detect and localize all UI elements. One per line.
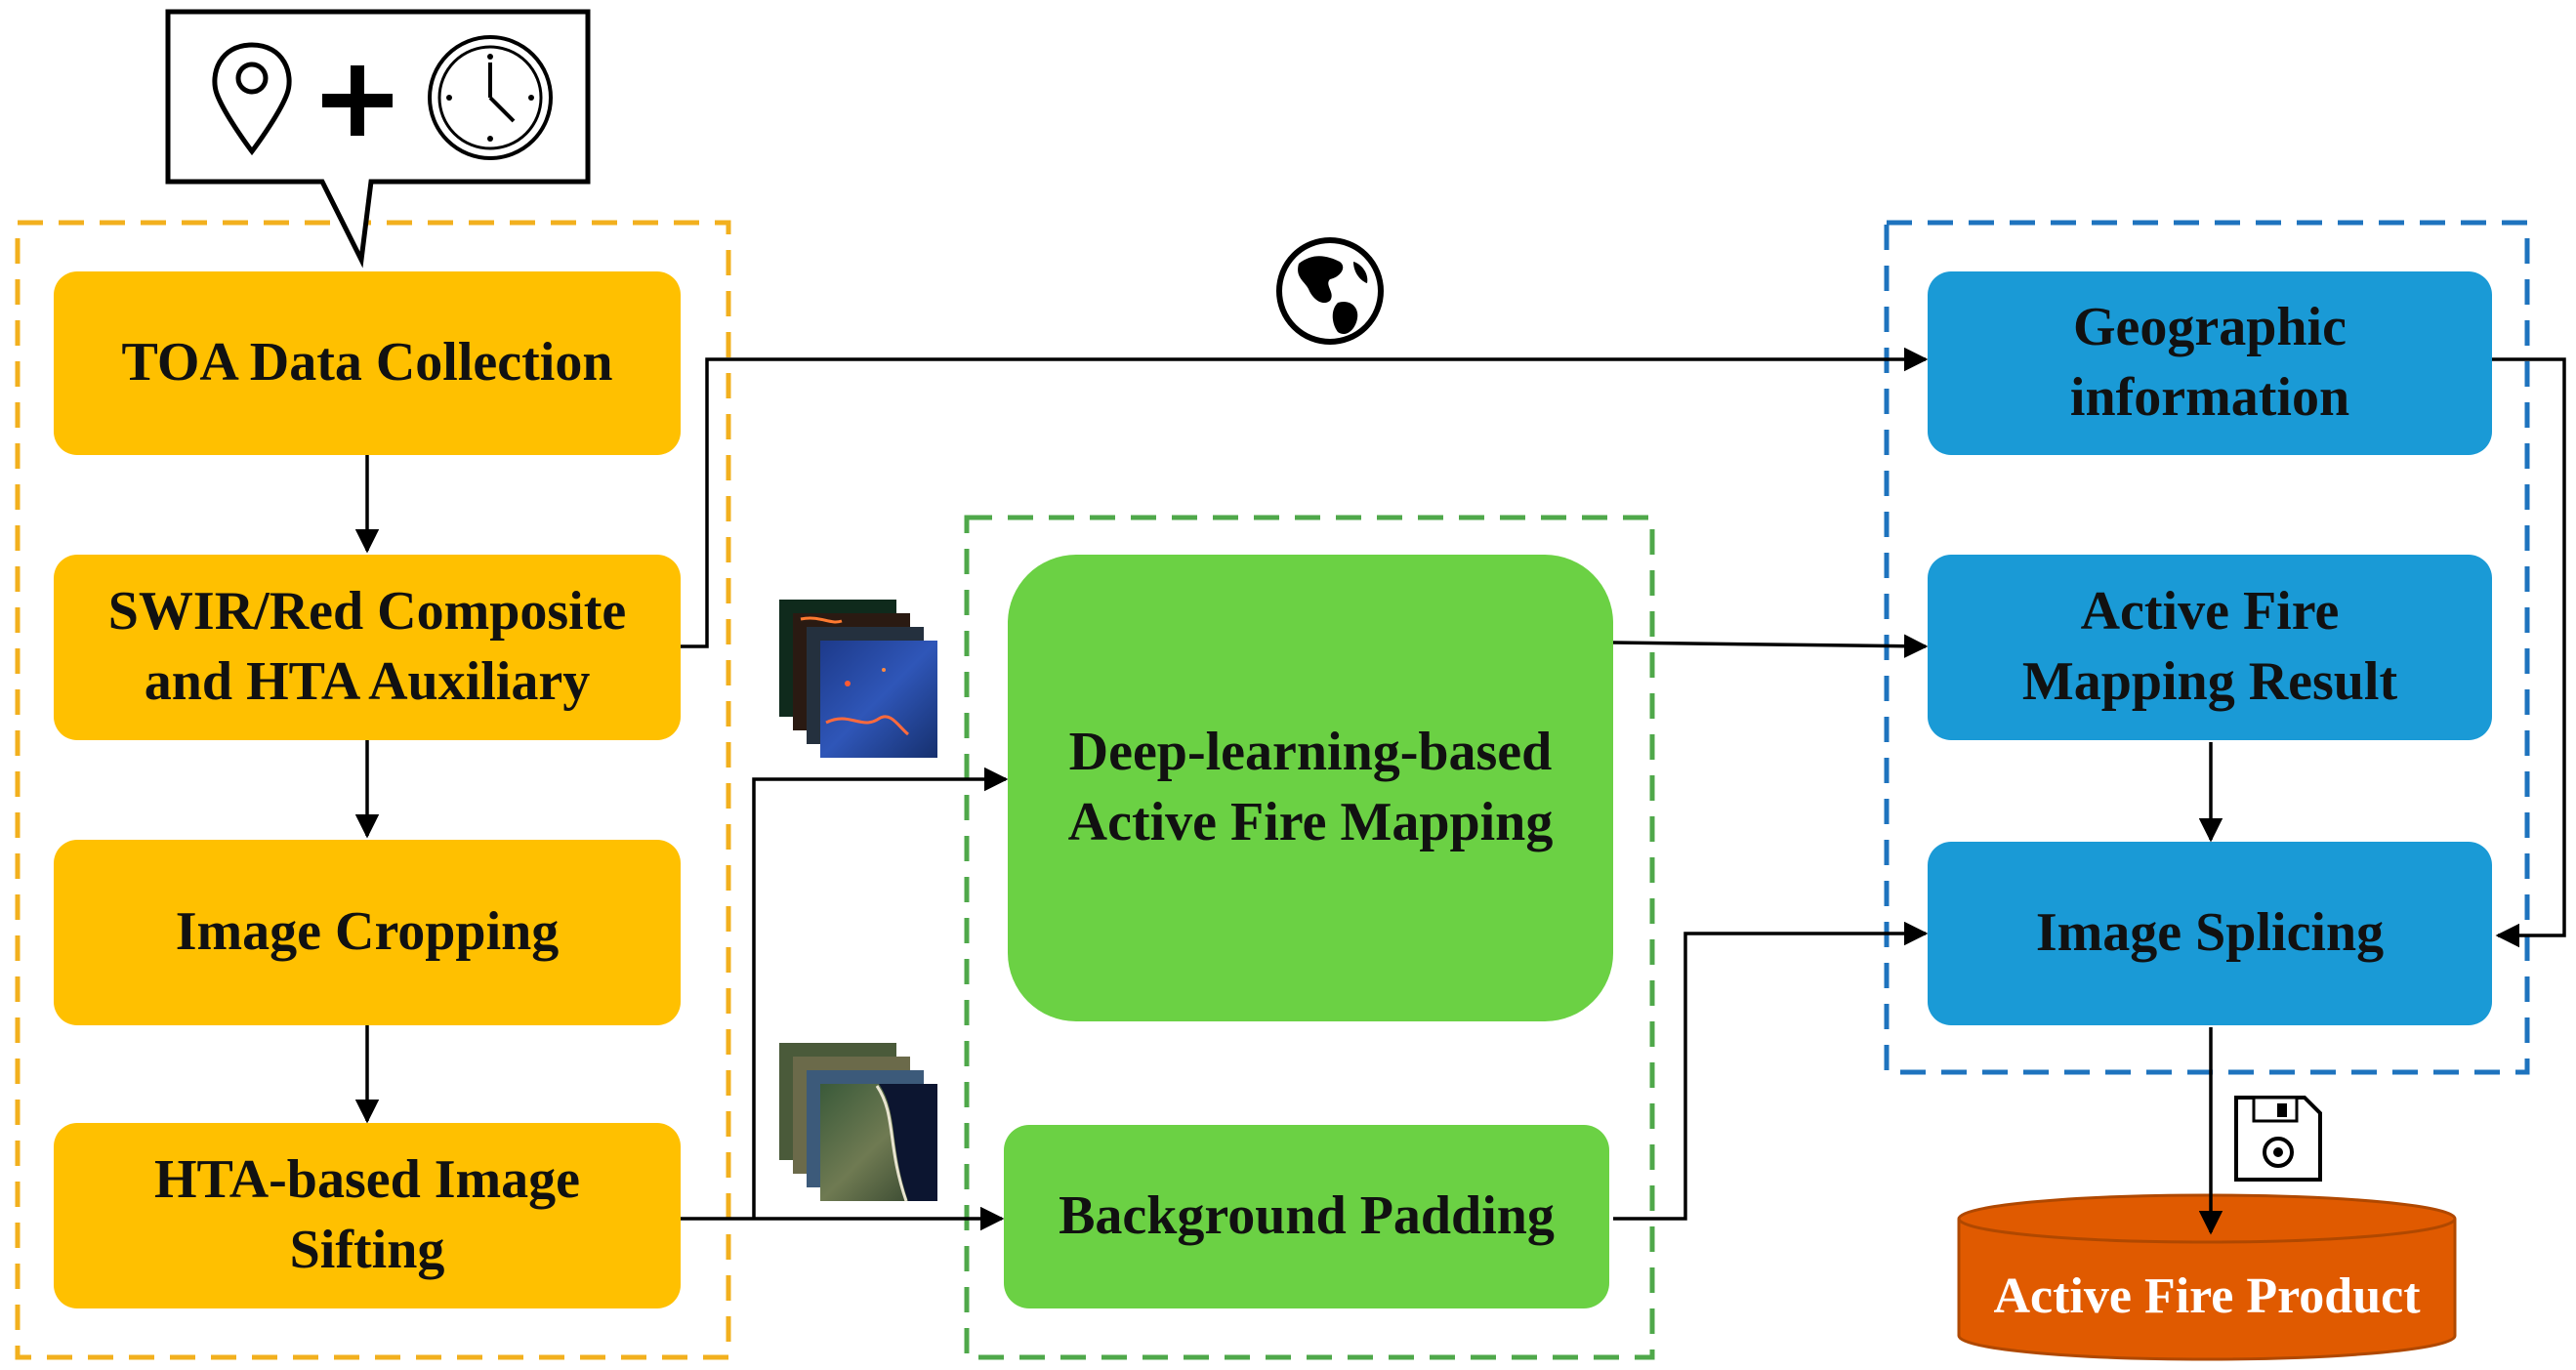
node-label-line-1: SWIR/Red Composite (107, 581, 627, 643)
node-label: TOA Data Collection (121, 332, 613, 394)
node-label-line-2: Mapping Result (2021, 651, 2398, 712)
clock-icon (428, 35, 553, 160)
node-label: Image Cropping (175, 901, 560, 963)
active-fire-product-label: Active Fire Product (1993, 1267, 2421, 1324)
geographic-information-box: Geographic information (1928, 271, 2492, 455)
hta-image-sifting-box: HTA-based Image Sifting (54, 1123, 681, 1308)
image-splicing-box: Image Splicing (1928, 842, 2492, 1025)
satellite-image-stack-icon (779, 600, 937, 758)
node-label-line-1: Deep-learning-based (1068, 722, 1553, 783)
background-padding-box: Background Padding (1004, 1125, 1609, 1308)
node-label-line-1: Active Fire (2080, 581, 2340, 643)
node-label-line-1: Geographic (2073, 297, 2347, 358)
globe-icon (1276, 237, 1384, 345)
plus-icon (322, 65, 393, 136)
preprocessing-group-border (15, 220, 731, 1360)
satellite-image-stack-icon (779, 1043, 937, 1202)
image-cropping-box: Image Cropping (54, 840, 681, 1025)
deep-learning-mapping-box: Deep-learning-based Active Fire Mapping (1008, 555, 1613, 1021)
connectors (354, 347, 2566, 1235)
node-label: Background Padding (1059, 1185, 1555, 1247)
floppy-disk-icon (2234, 1096, 2322, 1182)
toa-data-collection-box: TOA Data Collection (54, 271, 681, 455)
mapping-group-border (964, 515, 1655, 1360)
node-label-line-2: and HTA Auxiliary (144, 651, 591, 712)
active-fire-mapping-result-box: Active Fire Mapping Result (1928, 555, 2492, 740)
swir-red-composite-box: SWIR/Red Composite and HTA Auxiliary (54, 555, 681, 740)
location-time-bubble (165, 9, 591, 269)
location-pin-icon (212, 42, 292, 156)
node-label-line-2: information (2069, 367, 2350, 428)
node-label-line-2: Active Fire Mapping (1067, 792, 1554, 852)
node-label: Image Splicing (2035, 902, 2385, 964)
node-label-line-1: HTA-based Image (153, 1149, 581, 1211)
node-label-line-2: Sifting (289, 1220, 445, 1280)
